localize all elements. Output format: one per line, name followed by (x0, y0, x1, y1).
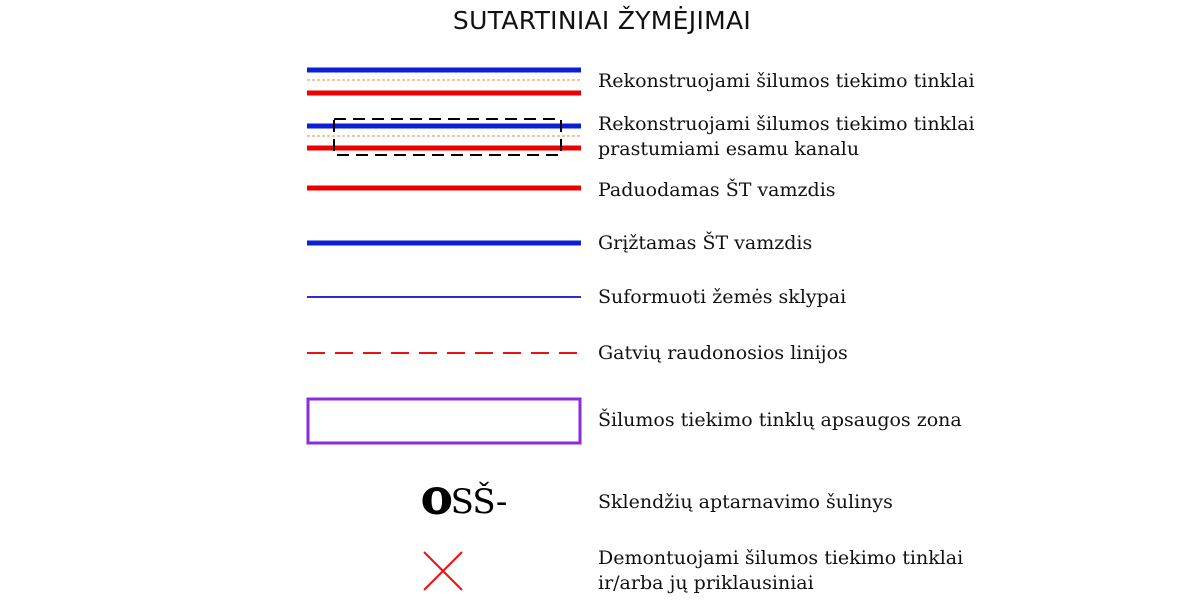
label-in-channel-2: prastumiami esamu kanalu (598, 138, 860, 160)
label-dismantled-1: Demontuojami šilumos tiekimo tinklai (598, 547, 964, 569)
protection-zone-symbol (300, 396, 590, 448)
label-return-pipe: Grįžtamas ŠT vamzdis (598, 232, 813, 254)
valve-well-text: SŠ- (450, 482, 508, 522)
double-line-in-channel-symbol (300, 113, 590, 161)
return-pipe-symbol (300, 235, 590, 251)
valve-well-icon: OSŠ- (422, 482, 508, 522)
label-supply-pipe: Paduodamas ŠT vamzdis (598, 179, 836, 201)
valve-well-o-glyph: O (422, 482, 452, 522)
red-lines-dashed-symbol (300, 346, 590, 360)
label-dismantled-2: ir/arba jų priklausiniai (598, 572, 814, 594)
legend-title: SUTARTINIAI ŽYMĖJIMAI (452, 6, 752, 35)
label-reconstructed: Rekonstruojami šilumos tiekimo tinklai (598, 70, 975, 92)
land-plot-line-symbol (300, 290, 590, 304)
label-red-lines: Gatvių raudonosios linijos (598, 342, 848, 364)
dismantled-x-icon (418, 546, 468, 594)
label-land-plots: Suformuoti žemės sklypai (598, 286, 847, 308)
double-line-reconstructed-symbol (300, 64, 590, 100)
label-protection-zone: Šilumos tiekimo tinklų apsaugos zona (598, 409, 962, 431)
label-in-channel-1: Rekonstruojami šilumos tiekimo tinklai (598, 113, 975, 135)
label-valve-well: Sklendžių aptarnavimo šulinys (598, 491, 893, 513)
supply-pipe-symbol (300, 180, 590, 196)
